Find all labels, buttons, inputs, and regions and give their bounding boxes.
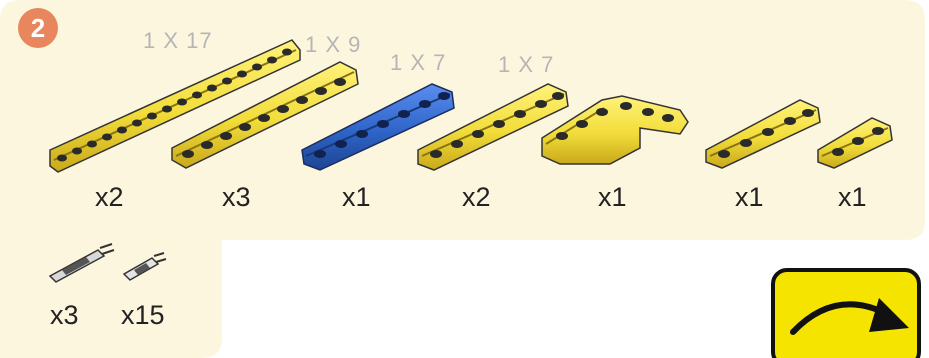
part-quantity-label: x1 xyxy=(838,182,867,213)
part-quantity-label: x1 xyxy=(598,182,627,213)
part-quantity-label: x3 xyxy=(222,182,251,213)
pin-quantity-label: x3 xyxy=(50,300,79,331)
next-step-button[interactable] xyxy=(771,268,921,358)
part-quantity-label: x1 xyxy=(342,182,371,213)
beam-1x5 xyxy=(706,100,820,168)
beam-1x3 xyxy=(818,118,892,168)
connector-pin-long xyxy=(50,244,114,282)
connector-pin-short xyxy=(124,253,166,280)
part-quantity-label: x2 xyxy=(462,182,491,213)
curved-arrow-right-icon xyxy=(775,272,925,358)
part-quantity-label: x1 xyxy=(735,182,764,213)
part-quantity-label: x2 xyxy=(95,182,124,213)
pin-quantity-label: x15 xyxy=(121,300,165,331)
